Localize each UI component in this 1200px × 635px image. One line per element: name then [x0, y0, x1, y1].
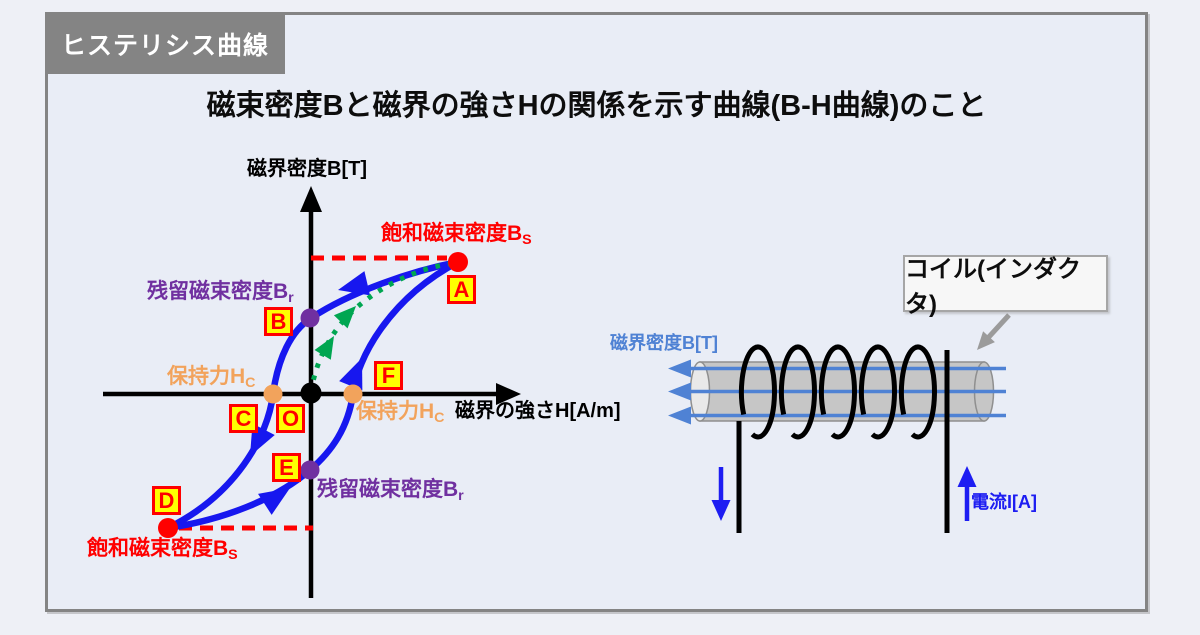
point-box-e: E: [272, 453, 301, 482]
title-badge: ヒステリシス曲線: [45, 13, 285, 74]
x-axis-label: 磁界の強さH[A/m]: [455, 400, 621, 422]
point-box-o: O: [276, 404, 305, 433]
point-a-dot: [448, 252, 468, 272]
coil-windings: [736, 344, 950, 533]
point-f-dot: [343, 384, 363, 404]
coercivity-label-left: 保持力HC: [167, 365, 256, 391]
curve-points: [158, 252, 468, 538]
saturation-dashed-lines: [179, 255, 447, 531]
point-box-f: F: [374, 361, 403, 390]
coil-current-label: 電流I[A]: [971, 492, 1037, 512]
current-arrows: [711, 466, 977, 521]
loop-ascending-branch: [167, 259, 460, 532]
flux-arrowheads: [668, 359, 691, 425]
point-box-c: C: [229, 404, 258, 433]
point-b-dot: [300, 308, 320, 328]
remanence-label-top: 残留磁束密度Br: [147, 280, 294, 306]
loop-descending-branch: [166, 258, 459, 531]
coil-callout-box: コイル(インダクタ): [903, 255, 1108, 318]
callout-arrow: [977, 313, 1011, 350]
remanence-label-bottom: 残留磁束密度Br: [317, 478, 464, 504]
coil-drawing: [668, 313, 1011, 533]
loop-direction-arrows: [250, 271, 371, 515]
point-box-a: A: [447, 275, 476, 304]
saturation-flux-label-top: 飽和磁束密度BS: [381, 222, 532, 248]
hysteresis-loop: [166, 258, 460, 532]
title-badge-label: ヒステリシス曲線: [60, 31, 269, 60]
main-title: 磁束密度Bと磁界の強さHの関係を示す曲線(B-H曲線)のこと: [206, 90, 987, 122]
origin-dot: [300, 382, 322, 404]
coercivity-label-right: 保持力HC: [356, 400, 445, 426]
point-box-b: B: [264, 307, 293, 336]
coil-flux-label: 磁界密度B[T]: [610, 333, 718, 353]
initial-curve-arrows: [314, 306, 356, 360]
point-e-dot: [300, 460, 320, 480]
y-axis-label: 磁界密度B[T]: [247, 158, 367, 180]
saturation-flux-label-bottom: 飽和磁束密度BS: [87, 537, 238, 563]
point-d-dot: [158, 518, 178, 538]
point-box-d: D: [152, 486, 181, 515]
point-c-dot: [263, 384, 283, 404]
